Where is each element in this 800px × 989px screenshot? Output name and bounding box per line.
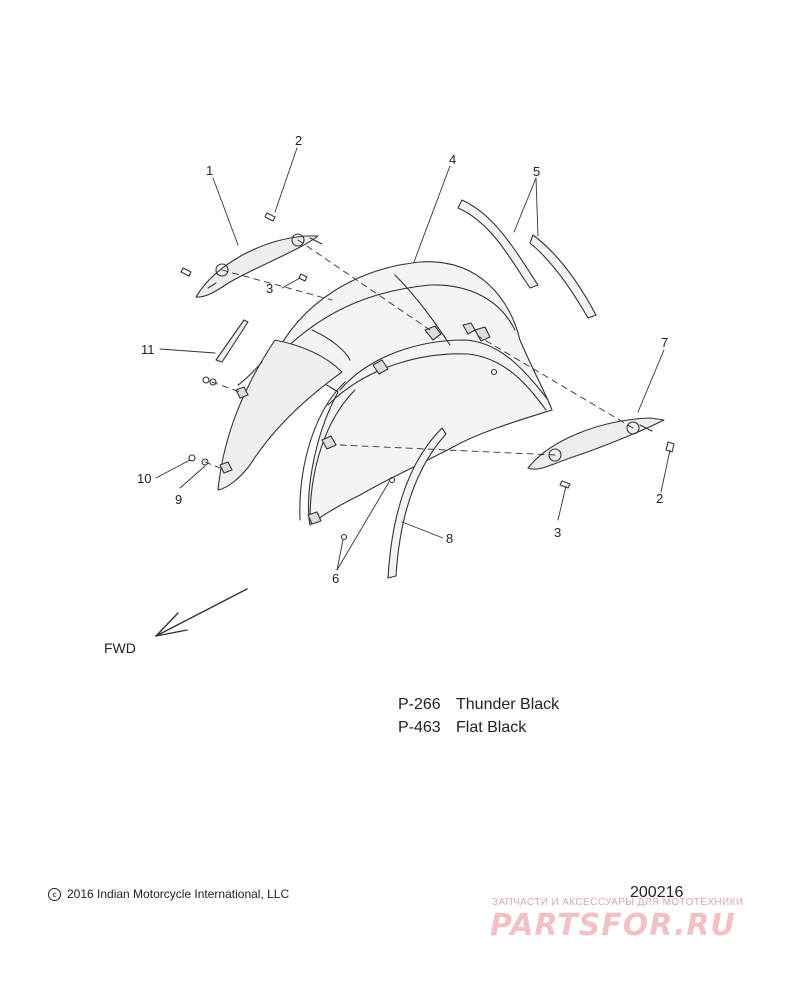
watermark-logo: PARTSFOR.RU [490, 908, 736, 943]
trim-strip-part-8 [387, 427, 447, 579]
paint-code-row: P-266 Thunder Black [398, 696, 559, 714]
copyright-icon: c [48, 888, 61, 901]
paint-code: P-266 [398, 696, 441, 713]
callout-8: 8 [446, 531, 454, 546]
copyright: c 2016 Indian Motorcycle International, L… [48, 887, 289, 901]
callout-3-bottom: 3 [554, 525, 562, 540]
trim-strip-part-11 [215, 319, 249, 363]
trim-strips-part-5 [457, 199, 597, 319]
fender-rail-part-1 [195, 233, 323, 298]
drawing-number: 200216 [630, 884, 684, 901]
callout-7: 7 [661, 335, 669, 350]
callout-6: 6 [332, 571, 340, 586]
fwd-label: FWD [104, 640, 136, 656]
rear-fender-part-4 [217, 261, 553, 526]
callout-1: 1 [206, 163, 214, 178]
fwd-arrow [155, 588, 248, 637]
callout-9: 9 [175, 492, 183, 507]
watermark-tagline: ЗАПЧАСТИ И АКСЕССУАРЫ ДЛЯ МОТОТЕХНИКИ [492, 897, 744, 908]
callout-10: 10 [137, 471, 152, 486]
paint-code: P-463 [398, 719, 441, 736]
paint-name: Thunder Black [456, 696, 560, 713]
callout-5: 5 [533, 164, 541, 179]
callout-2-top: 2 [295, 133, 303, 148]
paint-code-row: P-463 Flat Black [398, 719, 526, 737]
callout-3-top: 3 [266, 281, 274, 296]
fasteners [180, 212, 675, 541]
fender-rail-part-7 [527, 417, 665, 470]
paint-name: Flat Black [456, 719, 527, 736]
callout-11: 11 [141, 342, 155, 357]
copyright-text: 2016 Indian Motorcycle International, LL… [67, 887, 290, 901]
callout-2-right: 2 [656, 491, 664, 506]
callout-4: 4 [449, 152, 457, 167]
